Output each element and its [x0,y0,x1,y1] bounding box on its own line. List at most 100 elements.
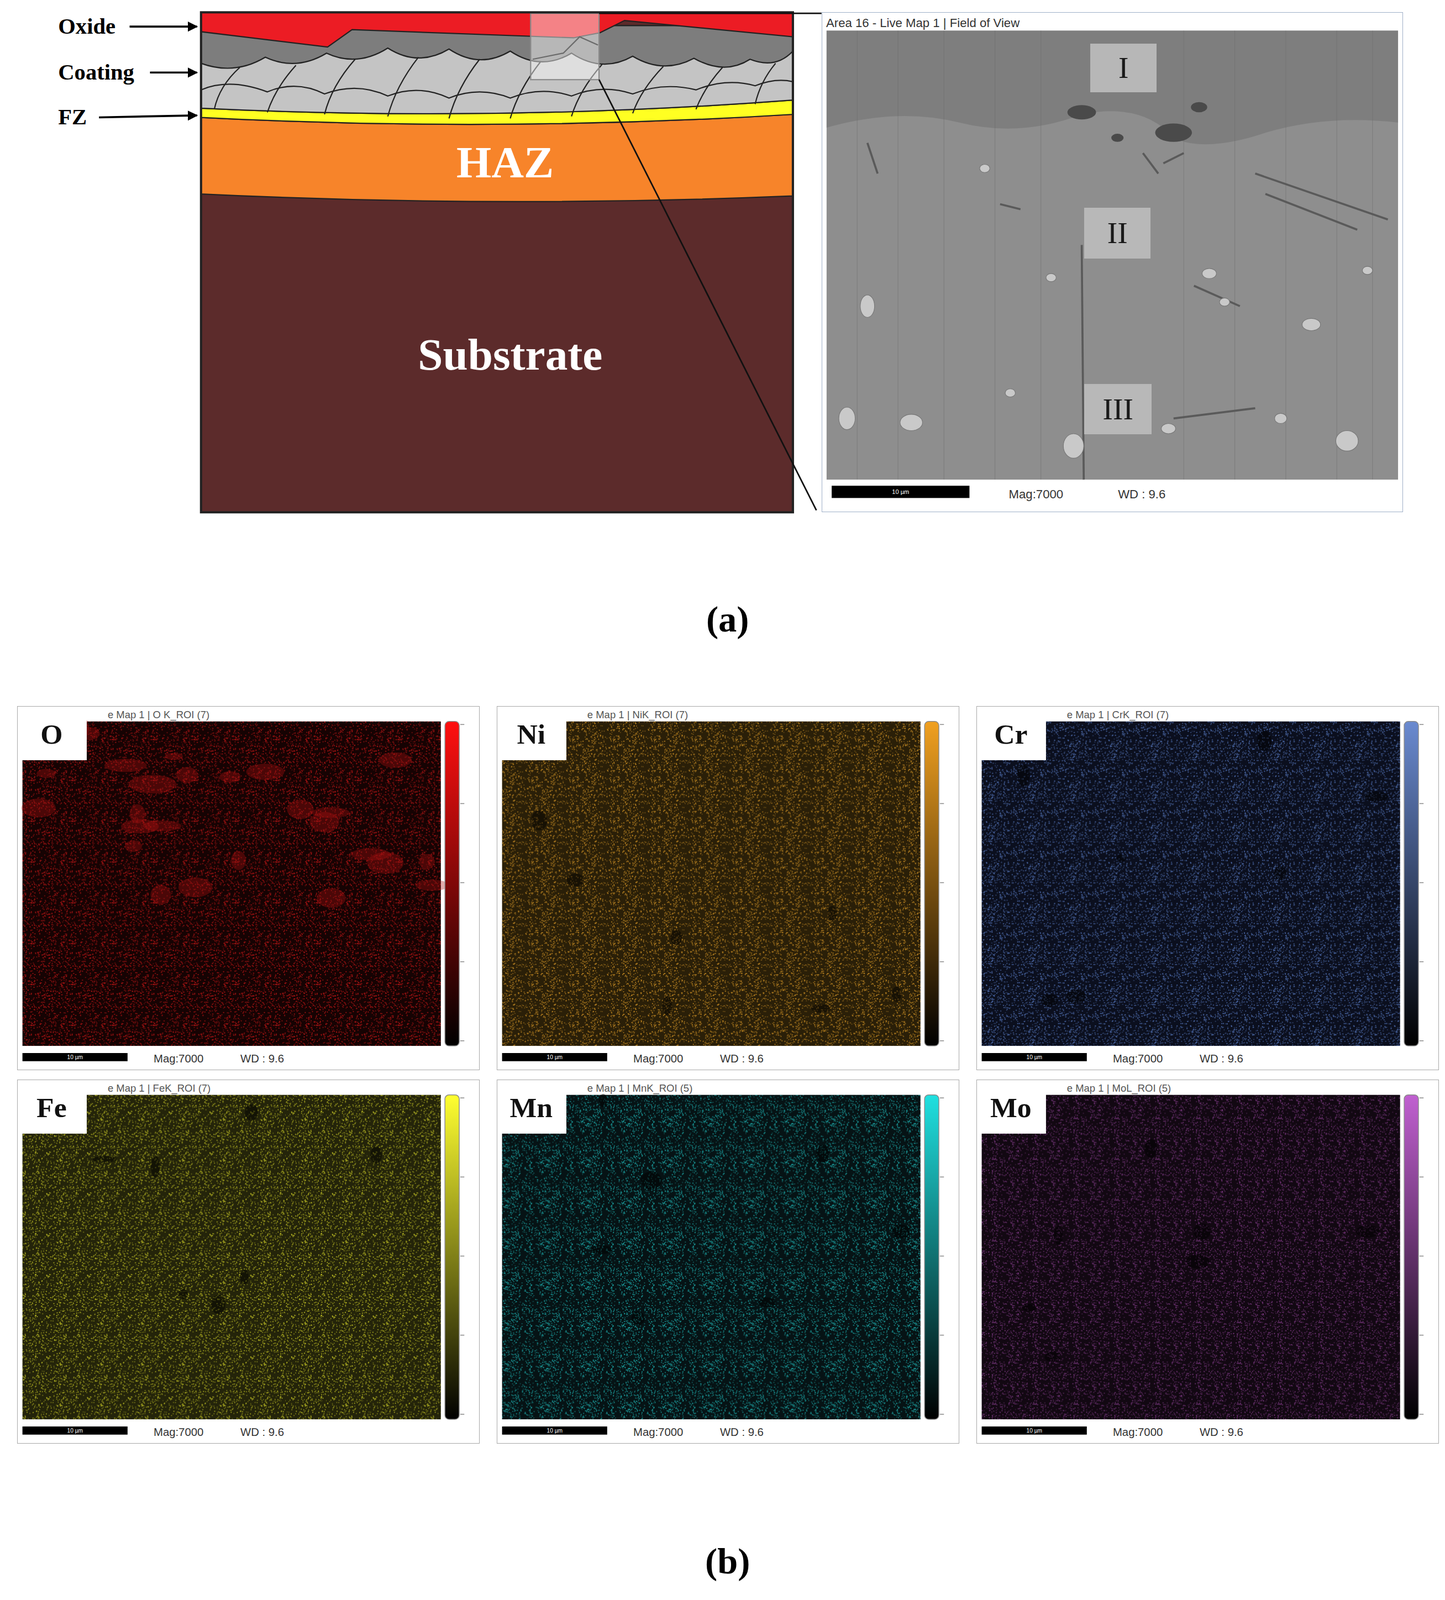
colorbar [444,721,460,1047]
map-feature [36,769,56,779]
map-feature [244,1104,258,1121]
sem-micrograph [1063,433,1084,459]
element-map-image [981,721,1401,1047]
sem-micrograph [1194,285,1240,307]
map-feature [178,877,213,898]
map-header: e Map 1 | MnK_ROI (5) [587,1083,693,1094]
symbol-corner [17,706,87,761]
sem-micrograph [1046,273,1056,282]
coating-bead-lines [267,65,297,113]
coating-bead-lines [632,66,664,114]
colorbar-tick [1419,724,1424,725]
element-map-art [17,1079,465,1436]
sem-micrograph [1183,30,1185,481]
sem-micrograph [1142,153,1159,174]
sem-micrograph [979,164,990,173]
colorbar-tick [1419,1097,1424,1099]
map-feature [1356,1225,1380,1238]
coating-bead-lines [755,63,776,105]
sem-micrograph [1234,30,1236,481]
sem-micrograph [1336,30,1338,481]
map-feature [1144,1139,1158,1159]
panel-caption: (b) [705,1542,750,1580]
sem-panel: Area 16 - Live Map 1 | Field of View10 µ… [821,12,1404,513]
colorbar [1404,1095,1419,1420]
sem-micrograph [897,30,899,481]
map-feature [566,873,585,887]
map-feature [128,775,177,795]
map-header: e Map 1 | O K_ROI (7) [107,709,210,720]
element-map-panel: Oe Map 1 | O K_ROI (7)10 µmMag:7000WD : … [17,706,480,1071]
element-map-image [502,721,921,1047]
colorbar-tick [1419,803,1424,805]
map-feature [239,1269,249,1285]
sem-micrograph [1219,297,1230,307]
map-feature [211,1295,226,1315]
sem-micrograph [1285,30,1286,481]
sem-micrograph [1265,193,1358,230]
colorbar-tick [1419,961,1424,963]
map-feature [816,1145,830,1163]
map-feature [891,1224,910,1239]
map-feature [1116,854,1127,863]
colorbar-tick [939,961,944,963]
map-feature [827,906,838,922]
sem-micrograph [994,30,996,481]
sem-micrograph [826,30,1399,481]
sem-micrograph [1040,30,1042,481]
sem-micrograph [867,143,878,174]
magnification: Mag:7000 [1112,1053,1163,1065]
element-map-art [976,706,1424,1062]
leader-arrows [129,25,198,28]
map-feature [1066,989,1086,1005]
panel-caption: (a) [706,601,750,638]
colorbar-tick [939,1040,944,1042]
element-symbol: Mo [990,1093,1032,1123]
haz-band: HAZ [201,120,793,198]
layer-label: FZ [58,106,87,129]
region-number: II [1107,217,1128,249]
coating-bead-lines [201,57,793,119]
map-feature [164,753,183,761]
map-feature [150,885,171,906]
coating-bead-lines [201,80,793,98]
coating-bead-lines [449,59,480,119]
scale-bar-label: 10 µm [547,1428,563,1434]
schematic-frame [201,12,793,513]
colorbar-tick [460,724,465,725]
zoom-lines [598,13,822,511]
sem-micrograph [900,414,923,432]
magnification: Mag:7000 [633,1053,683,1065]
colorbar-tick [939,1256,944,1257]
magnification: Mag:7000 [633,1426,683,1438]
sem-micrograph [1301,318,1321,331]
map-feature [662,996,673,1016]
leader-arrows [98,115,197,118]
scale-bar-label: 10 µm [891,489,909,496]
substrate-band: Substrate [201,203,793,511]
working-distance: WD : 9.6 [240,1426,285,1438]
map-feature [21,799,56,818]
map-feature [129,804,146,824]
scale-bar-label: 10 µm [547,1054,563,1061]
map-feature [104,759,147,773]
map-feature [316,888,346,908]
map-feature [1041,993,1059,1007]
layer-label: Oxide [58,15,116,39]
sem-micrograph [1362,266,1373,275]
working-distance: WD : 9.6 [1199,1426,1244,1438]
working-distance: WD : 9.6 [240,1053,285,1065]
scale-bar [981,1426,1087,1436]
scale-bar [502,1053,608,1062]
coating-bead-lines [387,57,419,117]
zoom-box [530,13,599,80]
colorbar-tick [939,1335,944,1336]
scale-bar [22,1053,128,1062]
element-map-panel: Mne Map 1 | MnK_ROI (5)10 µmMag:7000WD :… [496,1079,960,1444]
map-feature [286,800,314,820]
sem-micrograph [838,164,1373,459]
coating-bead-lines [324,59,355,115]
scale-bar [502,1426,608,1436]
sem-micrograph [1067,102,1208,143]
